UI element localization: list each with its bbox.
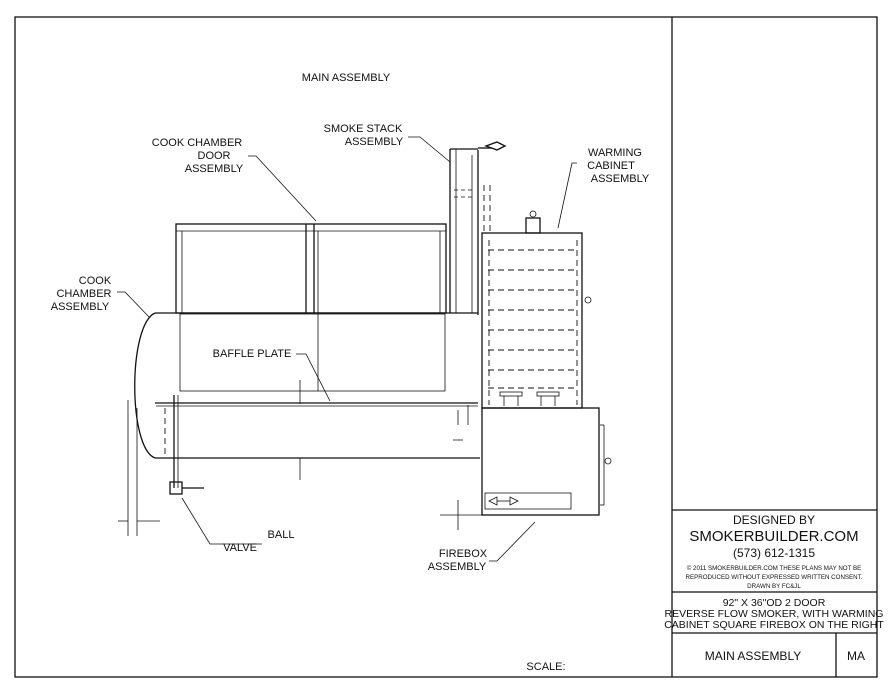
drawing-title: MAIN ASSEMBLY bbox=[302, 72, 391, 84]
dimension-lines bbox=[118, 380, 482, 536]
callout-smoke-stack: SMOKE STACK ASSEMBLY bbox=[324, 123, 404, 148]
title-block: DESIGNED BY SMOKERBUILDER.COM (573) 612-… bbox=[664, 513, 884, 663]
leader-lines bbox=[117, 136, 577, 562]
copyright-line-2: REPRODUCED WITHOUT EXPRESSED WRITTEN CON… bbox=[686, 574, 863, 581]
firebox bbox=[481, 407, 612, 516]
svg-text:CABINET: CABINET bbox=[587, 160, 635, 172]
callout-baffle-plate: BAFFLE PLATE bbox=[213, 348, 292, 360]
svg-text:ASSEMBLY: ASSEMBLY bbox=[591, 173, 650, 185]
callout-cook-chamber-door: COOK CHAMBER DOOR ASSEMBLY bbox=[152, 137, 244, 175]
svg-text:CHAMBER: CHAMBER bbox=[56, 288, 111, 300]
designed-by-label: DESIGNED BY bbox=[733, 513, 815, 527]
smoke-stack bbox=[449, 141, 507, 315]
svg-text:ASSEMBLY: ASSEMBLY bbox=[51, 301, 110, 313]
company-name: SMOKERBUILDER.COM bbox=[689, 528, 858, 545]
description-line-3: CABINET SQUARE FIREBOX ON THE RIGHT bbox=[664, 619, 884, 631]
svg-text:ASSEMBLY: ASSEMBLY bbox=[345, 136, 404, 148]
cook-chamber-door bbox=[175, 223, 447, 314]
svg-text:ASSEMBLY: ASSEMBLY bbox=[428, 561, 487, 573]
callout-valve: VALVE bbox=[223, 542, 257, 554]
cook-chamber bbox=[134, 312, 480, 459]
phone-number: (573) 612-1315 bbox=[733, 546, 815, 560]
sheet-code: MA bbox=[847, 649, 865, 663]
svg-text:COOK CHAMBER: COOK CHAMBER bbox=[152, 137, 243, 149]
svg-text:ASSEMBLY: ASSEMBLY bbox=[185, 163, 244, 175]
sheet-name: MAIN ASSEMBLY bbox=[705, 649, 801, 663]
svg-text:DOOR: DOOR bbox=[198, 150, 231, 162]
callout-cook-chamber: COOK CHAMBER ASSEMBLY bbox=[51, 275, 112, 313]
warming-cabinet bbox=[481, 210, 592, 409]
svg-text:COOK: COOK bbox=[79, 275, 112, 287]
callout-ball: BALL bbox=[268, 529, 295, 541]
description-line-2: REVERSE FLOW SMOKER, WITH WARMING bbox=[665, 608, 884, 620]
svg-text:SMOKE STACK: SMOKE STACK bbox=[324, 123, 403, 135]
drawn-by: DRAWN BY FC&JL bbox=[747, 583, 801, 590]
svg-text:FIREBOX: FIREBOX bbox=[439, 548, 488, 560]
sheet-border bbox=[14, 16, 878, 678]
svg-text:WARMING: WARMING bbox=[588, 147, 642, 159]
copyright-line-1: © 2011 SMOKERBUILDER.COM THESE PLANS MAY… bbox=[687, 565, 862, 572]
scale-label: SCALE: bbox=[526, 661, 565, 673]
drain-valve bbox=[164, 395, 204, 495]
callout-firebox: FIREBOX ASSEMBLY bbox=[428, 548, 488, 573]
description-line-1: 92" X 36"OD 2 DOOR bbox=[723, 597, 826, 609]
callout-warming-cabinet: WARMING CABINET ASSEMBLY bbox=[587, 147, 650, 185]
